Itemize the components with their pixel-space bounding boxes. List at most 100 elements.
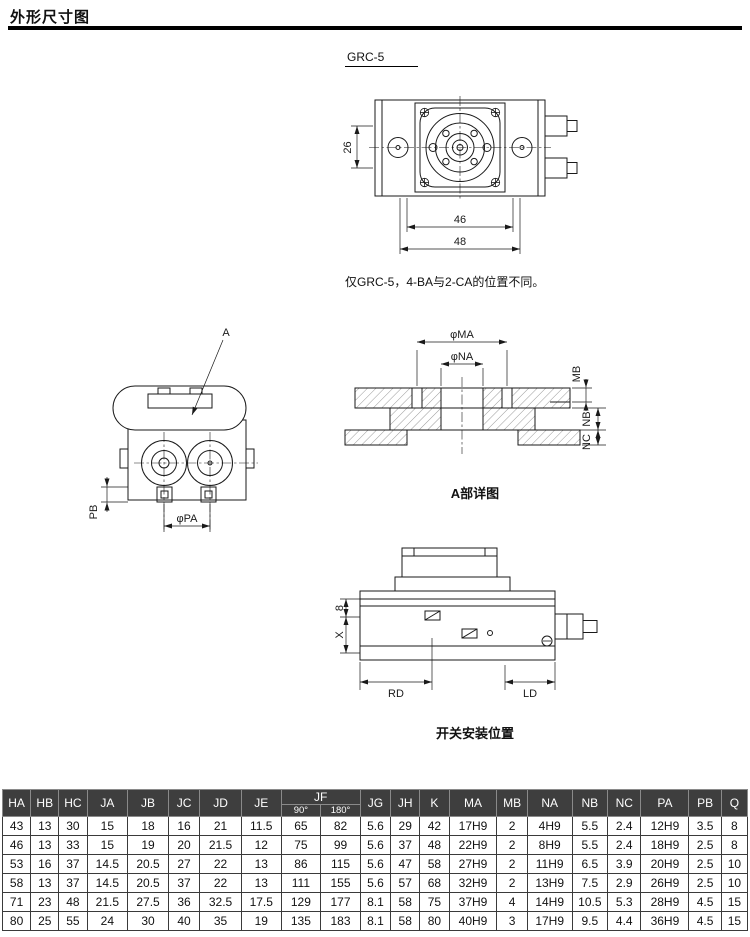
- column-header: JA: [86, 789, 129, 817]
- table-cell: 115: [320, 854, 361, 874]
- table-cell: 20: [167, 835, 201, 855]
- table-cell: 15: [86, 835, 129, 855]
- table-cell: 5.6: [359, 873, 392, 893]
- column-header: JH: [390, 789, 421, 817]
- table-cell: 14H9: [526, 892, 573, 912]
- dimension-lines: [340, 598, 556, 690]
- column-header: PB: [688, 789, 722, 817]
- table-cell: 21.5: [86, 892, 129, 912]
- detail-view-svg: φMA φNA MB NB NC: [344, 329, 606, 454]
- table-cell: 16: [30, 854, 60, 874]
- corner-screws: [419, 107, 501, 188]
- table-cell: 99: [320, 835, 361, 855]
- column-header: MB: [496, 789, 528, 817]
- table-cell: 3.9: [607, 854, 642, 874]
- top-view-svg: 26 46 48: [342, 96, 578, 254]
- table-cell: 27.5: [127, 892, 169, 912]
- table-cell: 30: [127, 911, 169, 931]
- dim-mb-label: MB: [571, 366, 583, 383]
- column-header: Q: [720, 789, 749, 817]
- table-cell: 30: [58, 816, 88, 836]
- table-cell: 3.5: [688, 816, 722, 836]
- dimension-lines: [416, 339, 606, 446]
- table-cell: 40: [167, 911, 201, 931]
- table-cell: 25: [30, 911, 60, 931]
- table-cell: 15: [720, 892, 749, 912]
- table-cell: 5.6: [359, 854, 392, 874]
- table-cell: 2: [496, 816, 528, 836]
- table-cell: 9.5: [571, 911, 609, 931]
- table-cell: 13H9: [526, 873, 573, 893]
- centerlines: [134, 432, 258, 530]
- table-cell: 111: [280, 873, 322, 893]
- front-view-outline: [112, 385, 255, 503]
- table-cell: 68: [419, 873, 450, 893]
- table-cell: 177: [320, 892, 361, 912]
- column-header: PA: [640, 789, 690, 817]
- table-cell: 65: [280, 816, 322, 836]
- dimension-lines: [101, 339, 224, 532]
- table-cell: 21.5: [199, 835, 242, 855]
- dim-nb-label: NB: [581, 411, 593, 426]
- detail-outline: [344, 387, 581, 446]
- table-cell: 17.5: [240, 892, 282, 912]
- table-cell: 42: [419, 816, 450, 836]
- table-cell: 4H9: [526, 816, 573, 836]
- table-cell: 5.5: [571, 816, 609, 836]
- table-cell: 3: [496, 911, 528, 931]
- dim-pb-label: PB: [88, 505, 100, 520]
- table-cell: 48: [58, 892, 88, 912]
- table-cell: 75: [280, 835, 322, 855]
- dim-ld-label: LD: [523, 688, 537, 700]
- table-cell: 58: [1, 873, 32, 893]
- drawing-label-grc5: GRC-5: [345, 50, 419, 67]
- table-cell: 5.3: [607, 892, 642, 912]
- column-header: NB: [571, 789, 609, 817]
- table-cell: 5.6: [359, 816, 392, 836]
- table-cell: 18: [127, 816, 169, 836]
- table-cell: 29: [390, 816, 421, 836]
- column-header: JC: [167, 789, 201, 817]
- table-cell: 2.5: [688, 854, 722, 874]
- table-cell: 8: [720, 816, 749, 836]
- table-cell: 2.4: [607, 835, 642, 855]
- dimension-lines: [351, 125, 521, 254]
- table-cell: 19: [240, 911, 282, 931]
- table-cell: 8: [720, 835, 749, 855]
- table-cell: 22H9: [448, 835, 498, 855]
- table-cell: 13: [240, 873, 282, 893]
- table-cell: 36: [167, 892, 201, 912]
- table-cell: 17H9: [526, 911, 573, 931]
- table-cell: 155: [320, 873, 361, 893]
- table-cell: 15: [86, 816, 129, 836]
- dim-rd-label: RD: [388, 688, 404, 700]
- centerlines: [369, 96, 551, 200]
- table-cell: 37: [58, 873, 88, 893]
- table-cell: 37: [390, 835, 421, 855]
- detail-caption: A部详图: [450, 486, 500, 501]
- table-cell: 22: [199, 854, 242, 874]
- table-cell: 20.5: [127, 854, 169, 874]
- column-header: HB: [30, 789, 60, 817]
- table-cell: 75: [419, 892, 450, 912]
- table-cell: 17H9: [448, 816, 498, 836]
- column-header: JF: [280, 789, 361, 805]
- table-cell: 48: [419, 835, 450, 855]
- table-cell: 11H9: [526, 854, 573, 874]
- table-cell: 12: [240, 835, 282, 855]
- table-cell: 27: [167, 854, 201, 874]
- table-cell: 7.5: [571, 873, 609, 893]
- table-cell: 37: [167, 873, 201, 893]
- dim-na-label: φNA: [451, 351, 474, 363]
- table-cell: 8H9: [526, 835, 573, 855]
- dim-8-label: 8: [335, 605, 346, 611]
- side-view-svg: 8 X RD LD: [335, 547, 598, 700]
- table-cell: 40H9: [448, 911, 498, 931]
- table-cell: 5.6: [359, 835, 392, 855]
- dim-48-label: 48: [454, 236, 466, 248]
- table-cell: 46: [1, 835, 32, 855]
- table-cell: 14.5: [86, 854, 129, 874]
